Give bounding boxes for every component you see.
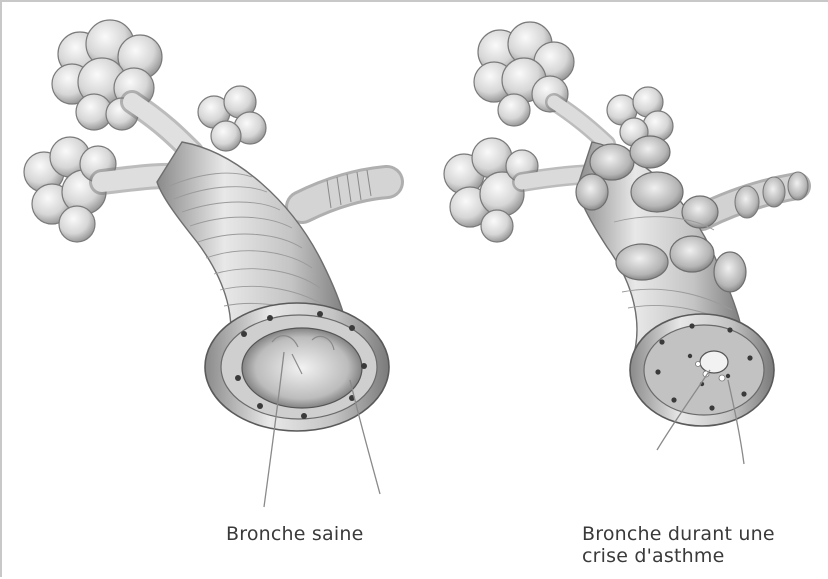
asthma-bronchus-drawing (444, 22, 808, 464)
healthy-bronchus-drawing (24, 20, 389, 507)
alveoli-cluster-small (198, 86, 266, 151)
healthy-bronchus-caption: Bronche saine (226, 523, 363, 545)
asthma-bronchus-label-line2: crise d'asthme (582, 545, 775, 567)
healthy-bronchus-label: Bronche saine (226, 523, 363, 545)
alveoli-cluster-small-right (607, 87, 673, 146)
asthma-bronchus-label-line1: Bronche durant une (582, 523, 775, 545)
asthma-bronchus-caption: Bronche durant une crise d'asthme (582, 523, 775, 567)
